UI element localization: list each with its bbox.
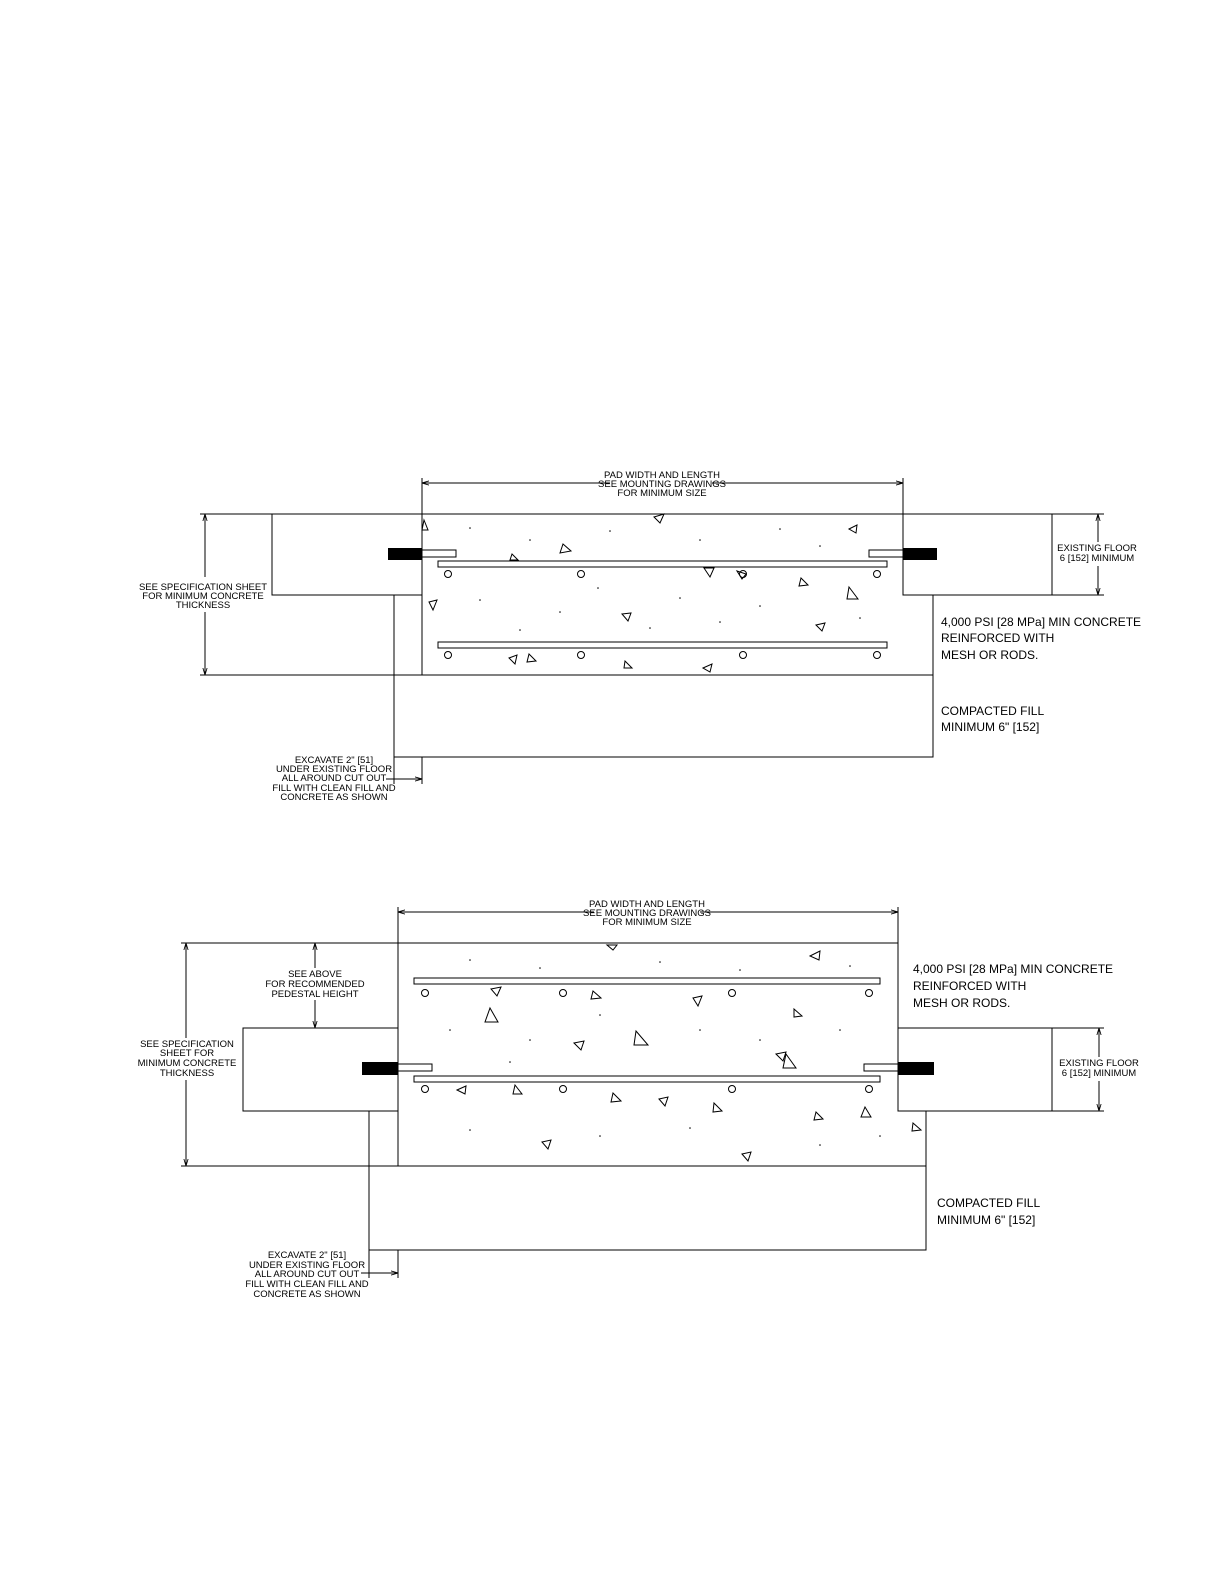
excavate-note-line-1: EXCAVATE 2" [51] bbox=[295, 755, 373, 766]
compacted-fill bbox=[368, 1165, 927, 1251]
pad-width-dimension: PAD WIDTH AND LENGTH SEE MOUNTING DRAWIN… bbox=[421, 470, 904, 514]
concrete-note: 4,000 PSI [28 MPa] MIN CONCRETE REINFORC… bbox=[941, 615, 1141, 662]
fill-note-line-2: MINIMUM 6" [152] bbox=[941, 720, 1039, 734]
floor-note-line-2: 6 [152] MINIMUM bbox=[1060, 553, 1135, 564]
thickness-note-line-1: SEE SPECIFICATION bbox=[140, 1039, 234, 1050]
dowel-left bbox=[362, 1062, 398, 1075]
floor-note-line-1: EXISTING FLOOR bbox=[1059, 1058, 1139, 1069]
floor-note-line-1: EXISTING FLOOR bbox=[1057, 543, 1137, 554]
thickness-note-line-2: SHEET FOR bbox=[160, 1048, 214, 1059]
aggregate-marks bbox=[455, 944, 923, 1162]
excavate-note-line-5: CONCRETE AS SHOWN bbox=[253, 1289, 360, 1300]
detail-pedestal: PAD WIDTH AND LENGTH SEE MOUNTING DRAWIN… bbox=[138, 899, 1139, 1300]
concrete-note: 4,000 PSI [28 MPa] MIN CONCRETE REINFORC… bbox=[913, 962, 1113, 1010]
dowel-left bbox=[388, 548, 422, 560]
concrete-note-line-3: MESH OR RODS. bbox=[941, 648, 1038, 662]
excavate-note-line-5: CONCRETE AS SHOWN bbox=[280, 792, 387, 803]
concrete-pedestal bbox=[368, 942, 927, 1167]
thickness-dimension: SEE SPECIFICATION SHEET FOR MINIMUM CONC… bbox=[139, 513, 394, 676]
excavate-note-line-2: UNDER EXISTING FLOOR bbox=[249, 1260, 365, 1271]
excavate-dimension: EXCAVATE 2" [51] UNDER EXISTING FLOOR AL… bbox=[272, 755, 423, 803]
concrete-note-line-2: REINFORCED WITH bbox=[913, 979, 1026, 993]
floor-dimension: EXISTING FLOOR 6 [152] MINIMUM bbox=[1052, 513, 1137, 596]
fill-note-line-1: COMPACTED FILL bbox=[937, 1196, 1040, 1210]
rebar-mesh-lower bbox=[437, 641, 888, 649]
excavate-note-line-4: FILL WITH CLEAN FILL AND bbox=[245, 1279, 368, 1290]
concrete-pad bbox=[393, 513, 934, 676]
fill-note: COMPACTED FILL MINIMUM 6" [152] bbox=[937, 1196, 1040, 1227]
thickness-note-line-3: MINIMUM CONCRETE bbox=[138, 1058, 237, 1069]
rebar-mesh-upper bbox=[437, 560, 888, 568]
pad-width-dimension: PAD WIDTH AND LENGTH SEE MOUNTING DRAWIN… bbox=[397, 899, 899, 943]
pad-dimension-line-1: PAD WIDTH AND LENGTH bbox=[589, 899, 705, 910]
excavate-note-line-1: EXCAVATE 2" [51] bbox=[268, 1250, 346, 1261]
pedestal-note-line-2: FOR RECOMMENDED bbox=[265, 979, 364, 990]
floor-dimension: EXISTING FLOOR 6 [152] MINIMUM bbox=[1052, 1027, 1139, 1112]
fill-note-line-1: COMPACTED FILL bbox=[941, 704, 1044, 718]
excavate-note-line-3: ALL AROUND CUT OUT bbox=[282, 773, 387, 784]
thickness-note-line-1: SEE SPECIFICATION SHEET bbox=[139, 582, 267, 593]
concrete-specks bbox=[449, 959, 881, 1146]
concrete-note-line-1: 4,000 PSI [28 MPa] MIN CONCRETE bbox=[913, 962, 1113, 976]
rebar-rods bbox=[444, 570, 881, 659]
thickness-note-line-4: THICKNESS bbox=[160, 1068, 214, 1079]
dowel-right bbox=[898, 1062, 934, 1075]
aggregate-marks bbox=[421, 513, 859, 673]
excavate-dimension: EXCAVATE 2" [51] UNDER EXISTING FLOOR AL… bbox=[245, 1250, 399, 1300]
dowel-right bbox=[903, 548, 937, 560]
pedestal-note-line-1: SEE ABOVE bbox=[288, 969, 342, 980]
fill-note: COMPACTED FILL MINIMUM 6" [152] bbox=[941, 704, 1044, 734]
floor-note-line-2: 6 [152] MINIMUM bbox=[1062, 1068, 1137, 1079]
excavate-note-line-2: UNDER EXISTING FLOOR bbox=[276, 764, 392, 775]
concrete-specks bbox=[469, 527, 861, 631]
concrete-note-line-2: REINFORCED WITH bbox=[941, 631, 1054, 645]
pad-dimension-line-2: SEE MOUNTING DRAWINGS bbox=[583, 908, 711, 919]
pad-dimension-line-2: SEE MOUNTING DRAWINGS bbox=[598, 479, 726, 490]
thickness-note-line-3: THICKNESS bbox=[176, 600, 230, 611]
pedestal-note-line-3: PEDESTAL HEIGHT bbox=[271, 989, 358, 1000]
excavate-note-line-4: FILL WITH CLEAN FILL AND bbox=[272, 783, 395, 794]
concrete-note-line-3: MESH OR RODS. bbox=[913, 996, 1010, 1010]
detail-flush: PAD WIDTH AND LENGTH SEE MOUNTING DRAWIN… bbox=[139, 470, 1141, 803]
concrete-note-line-1: 4,000 PSI [28 MPa] MIN CONCRETE bbox=[941, 615, 1141, 629]
rebar-mesh-lower bbox=[413, 1075, 881, 1083]
thickness-note-line-2: FOR MINIMUM CONCRETE bbox=[142, 591, 263, 602]
pad-dimension-line-3: FOR MINIMUM SIZE bbox=[617, 488, 706, 499]
excavate-note-line-3: ALL AROUND CUT OUT bbox=[255, 1269, 360, 1280]
thickness-dimension: SEE SPECIFICATION SHEET FOR MINIMUM CONC… bbox=[138, 942, 369, 1167]
pad-dimension-line-1: PAD WIDTH AND LENGTH bbox=[604, 470, 720, 481]
rebar-rods bbox=[421, 989, 873, 1093]
pedestal-height-dimension: SEE ABOVE FOR RECOMMENDED PEDESTAL HEIGH… bbox=[265, 942, 398, 1028]
fill-note-line-2: MINIMUM 6" [152] bbox=[937, 1213, 1035, 1227]
compacted-fill bbox=[393, 674, 934, 758]
rebar-mesh-upper bbox=[413, 977, 881, 985]
pad-dimension-line-3: FOR MINIMUM SIZE bbox=[602, 917, 691, 928]
